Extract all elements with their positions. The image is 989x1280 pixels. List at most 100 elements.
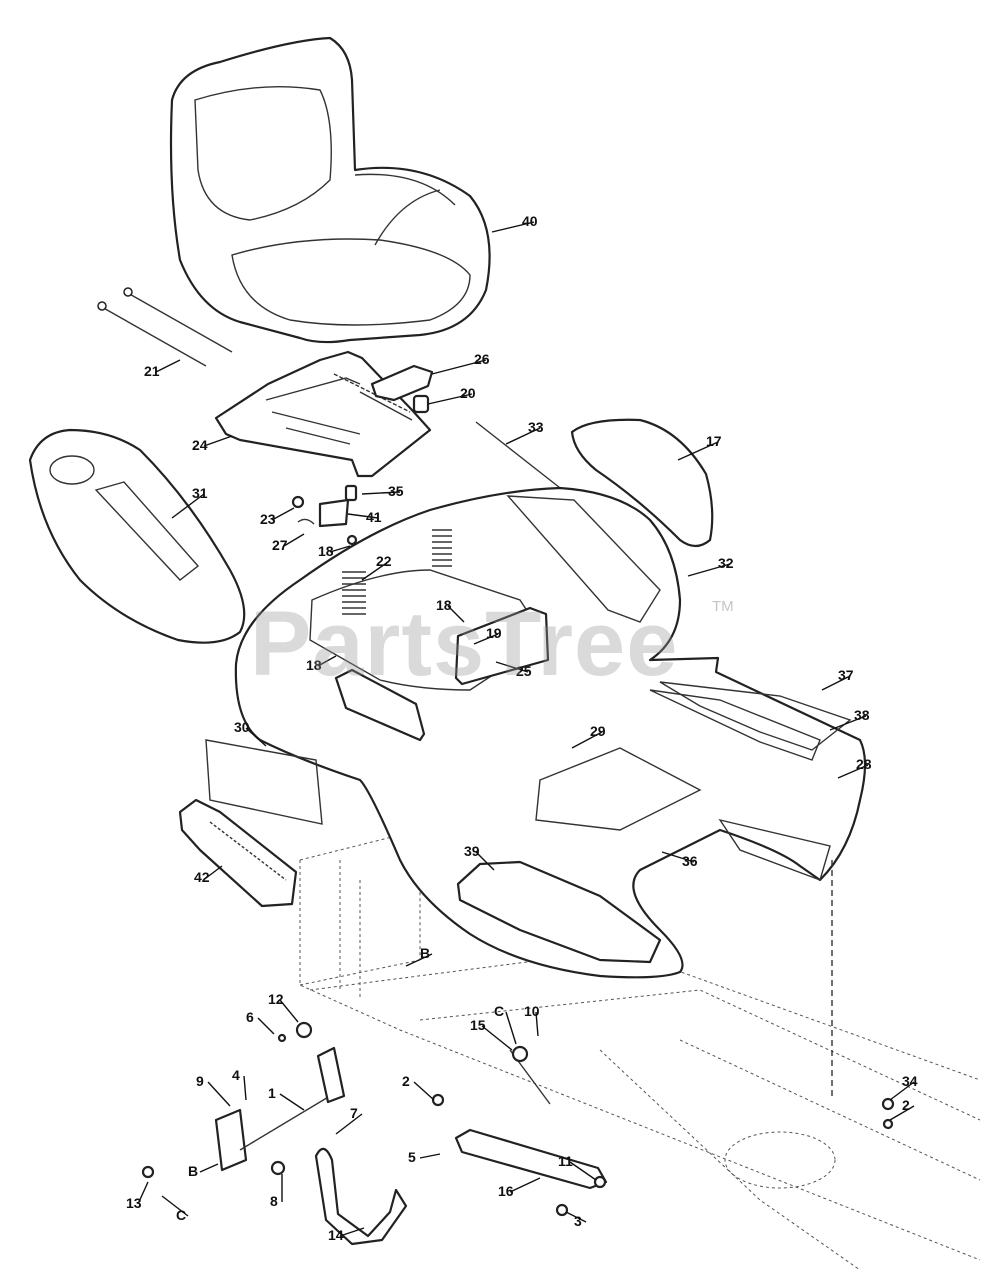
callout-c10: 10 <box>524 1003 540 1019</box>
leader-line-c14 <box>339 1227 365 1237</box>
callout-c34: 34 <box>902 1073 918 1089</box>
callout-cB1: B <box>420 945 430 961</box>
leader-line-c11 <box>569 1161 597 1181</box>
callout-c2a: 2 <box>402 1073 410 1089</box>
leader-line-c5 <box>419 1153 441 1159</box>
leader-line-c13 <box>137 1181 149 1205</box>
callout-c23: 23 <box>260 511 276 527</box>
callout-c2b: 2 <box>902 1097 910 1113</box>
callout-c22: 22 <box>376 553 392 569</box>
callout-c40: 40 <box>522 213 538 229</box>
callout-c15: 15 <box>470 1017 486 1033</box>
leader-line-c16 <box>509 1177 541 1193</box>
callout-c18b: 18 <box>436 597 452 613</box>
callout-cB2: B <box>188 1163 198 1179</box>
leader-line-c36 <box>661 851 695 863</box>
callout-c26: 26 <box>474 351 490 367</box>
callout-c20: 20 <box>460 385 476 401</box>
leader-line-c26 <box>431 359 487 375</box>
callout-c1: 1 <box>268 1085 276 1101</box>
callout-c17: 17 <box>706 433 722 449</box>
leader-line-c41 <box>347 513 379 519</box>
leader-line-c33 <box>505 427 541 445</box>
armrest-31 <box>28 428 246 644</box>
seat-pan-24 <box>214 350 432 478</box>
callout-c27: 27 <box>272 537 288 553</box>
callout-c16: 16 <box>498 1183 514 1199</box>
callout-c29: 29 <box>590 723 606 739</box>
leader-line-c37 <box>821 675 851 691</box>
spring-20 <box>412 394 430 414</box>
leader-line-cB1 <box>405 953 433 967</box>
springs-22 <box>342 529 452 615</box>
leader-line-c39 <box>475 851 495 871</box>
leader-line-cC2 <box>161 1195 189 1217</box>
leader-line-cB2 <box>199 1163 219 1173</box>
leader-line-c35 <box>361 491 401 495</box>
callout-c33: 33 <box>528 419 544 435</box>
leader-line-c17 <box>677 441 719 461</box>
callout-c19: 19 <box>486 625 502 641</box>
callout-c14: 14 <box>328 1227 344 1243</box>
leader-line-c2b <box>889 1105 915 1121</box>
callout-c7: 7 <box>350 1105 358 1121</box>
callout-c9: 9 <box>196 1073 204 1089</box>
panel-17 <box>570 418 714 548</box>
strip-left <box>334 668 426 742</box>
callout-c24: 24 <box>192 437 208 453</box>
callout-c11: 11 <box>558 1153 573 1169</box>
leader-line-c6 <box>257 1017 275 1035</box>
fasteners-upper <box>291 484 358 546</box>
callout-c18c: 18 <box>306 657 322 673</box>
callout-c30: 30 <box>234 719 250 735</box>
callout-c13: 13 <box>126 1195 142 1211</box>
callout-c42: 42 <box>194 869 210 885</box>
callout-c36: 36 <box>682 853 698 869</box>
callout-c4: 4 <box>232 1067 240 1083</box>
callout-cC1: C <box>494 1003 504 1019</box>
bracket-26 <box>370 364 434 402</box>
leader-line-c3 <box>565 1211 587 1223</box>
decal-39 <box>456 860 662 964</box>
leader-line-c32 <box>687 563 731 577</box>
callout-c8: 8 <box>270 1193 278 1209</box>
leader-line-c42 <box>205 865 223 879</box>
leader-line-c4 <box>243 1075 247 1101</box>
plate-42 <box>178 798 298 908</box>
watermark-trademark: TM <box>712 598 734 615</box>
leader-line-c31 <box>171 493 205 519</box>
leader-line-c1 <box>279 1093 305 1111</box>
callout-c41: 41 <box>366 509 382 525</box>
leader-line-c38 <box>829 715 867 731</box>
leader-line-c22 <box>361 561 389 581</box>
leader-line-c34 <box>889 1081 915 1101</box>
leader-line-c10 <box>535 1011 539 1037</box>
leader-line-c27 <box>283 533 305 547</box>
lower-linkage <box>141 860 895 1246</box>
callout-c12: 12 <box>268 991 284 1007</box>
callout-c6: 6 <box>246 1009 254 1025</box>
leader-line-c2a <box>413 1081 435 1101</box>
leader-line-c40 <box>491 221 535 233</box>
leader-line-c18c <box>317 655 337 667</box>
leader-line-c7 <box>335 1113 363 1135</box>
decal-sheet <box>205 739 323 825</box>
leader-line-c29 <box>571 731 603 749</box>
callout-c37: 37 <box>838 667 854 683</box>
leader-line-c12 <box>279 999 299 1023</box>
leader-line-c23 <box>271 507 295 521</box>
leader-line-c18b <box>447 605 465 623</box>
callout-c31: 31 <box>192 485 208 501</box>
callout-c35: 35 <box>388 483 404 499</box>
callout-c39: 39 <box>464 843 480 859</box>
leader-line-c30 <box>245 727 267 747</box>
fender-body-32 <box>234 486 867 979</box>
leader-line-c15 <box>481 1025 513 1051</box>
callout-c25: 25 <box>516 663 532 679</box>
callout-c32: 32 <box>718 555 734 571</box>
leader-line-c9 <box>207 1081 231 1107</box>
callout-c18a: 18 <box>318 543 334 559</box>
cable-ties-21 <box>97 287 233 367</box>
